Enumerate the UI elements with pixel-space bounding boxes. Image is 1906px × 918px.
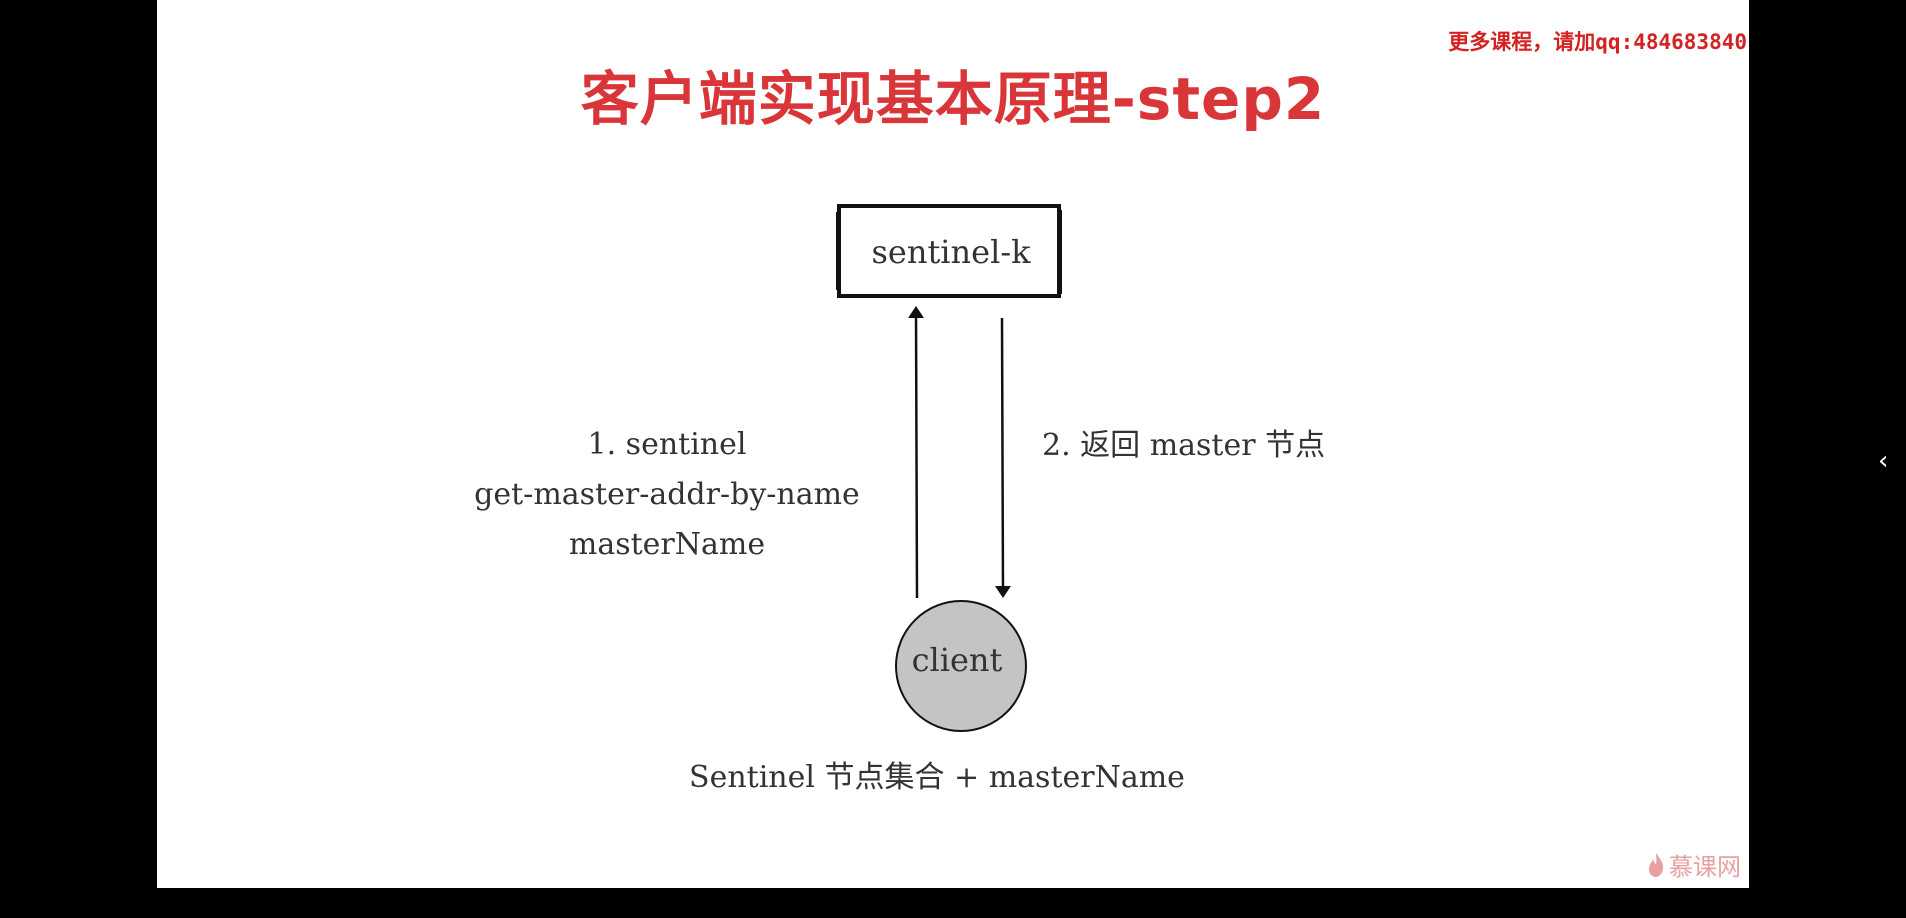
flame-icon	[1649, 852, 1664, 877]
slide: 客户端实现基本原理-step2 更多课程，请加qq:484683840 sent…	[157, 0, 1749, 888]
logo-text: 慕课网	[1669, 853, 1741, 881]
watermark-text: 更多课程，请加qq:484683840	[1448, 30, 1747, 54]
logo: 慕课网	[1647, 847, 1741, 882]
request-label: 1. sentinel get-master-addr-by-name mast…	[457, 420, 877, 570]
response-label: 2. 返回 master 节点	[1042, 428, 1326, 463]
sentinel-node	[836, 204, 1062, 298]
client-caption: Sentinel 节点集合 + masterName	[689, 760, 1185, 795]
request-label-line-1: 1. sentinel	[587, 427, 747, 462]
sentinel-node-label: sentinel-k	[871, 233, 1031, 271]
client-node-label: client	[911, 641, 1003, 679]
chevron-left-icon[interactable]: ‹	[1878, 446, 1889, 476]
request-label-line-3: masterName	[568, 527, 766, 562]
response-arrow	[994, 317, 1011, 598]
request-arrow	[908, 306, 925, 599]
slide-title: 客户端实现基本原理-step2	[580, 65, 1326, 133]
client-node	[895, 600, 1027, 732]
diagram-canvas	[836, 204, 1062, 732]
request-label-line-2: get-master-addr-by-name	[474, 477, 860, 512]
